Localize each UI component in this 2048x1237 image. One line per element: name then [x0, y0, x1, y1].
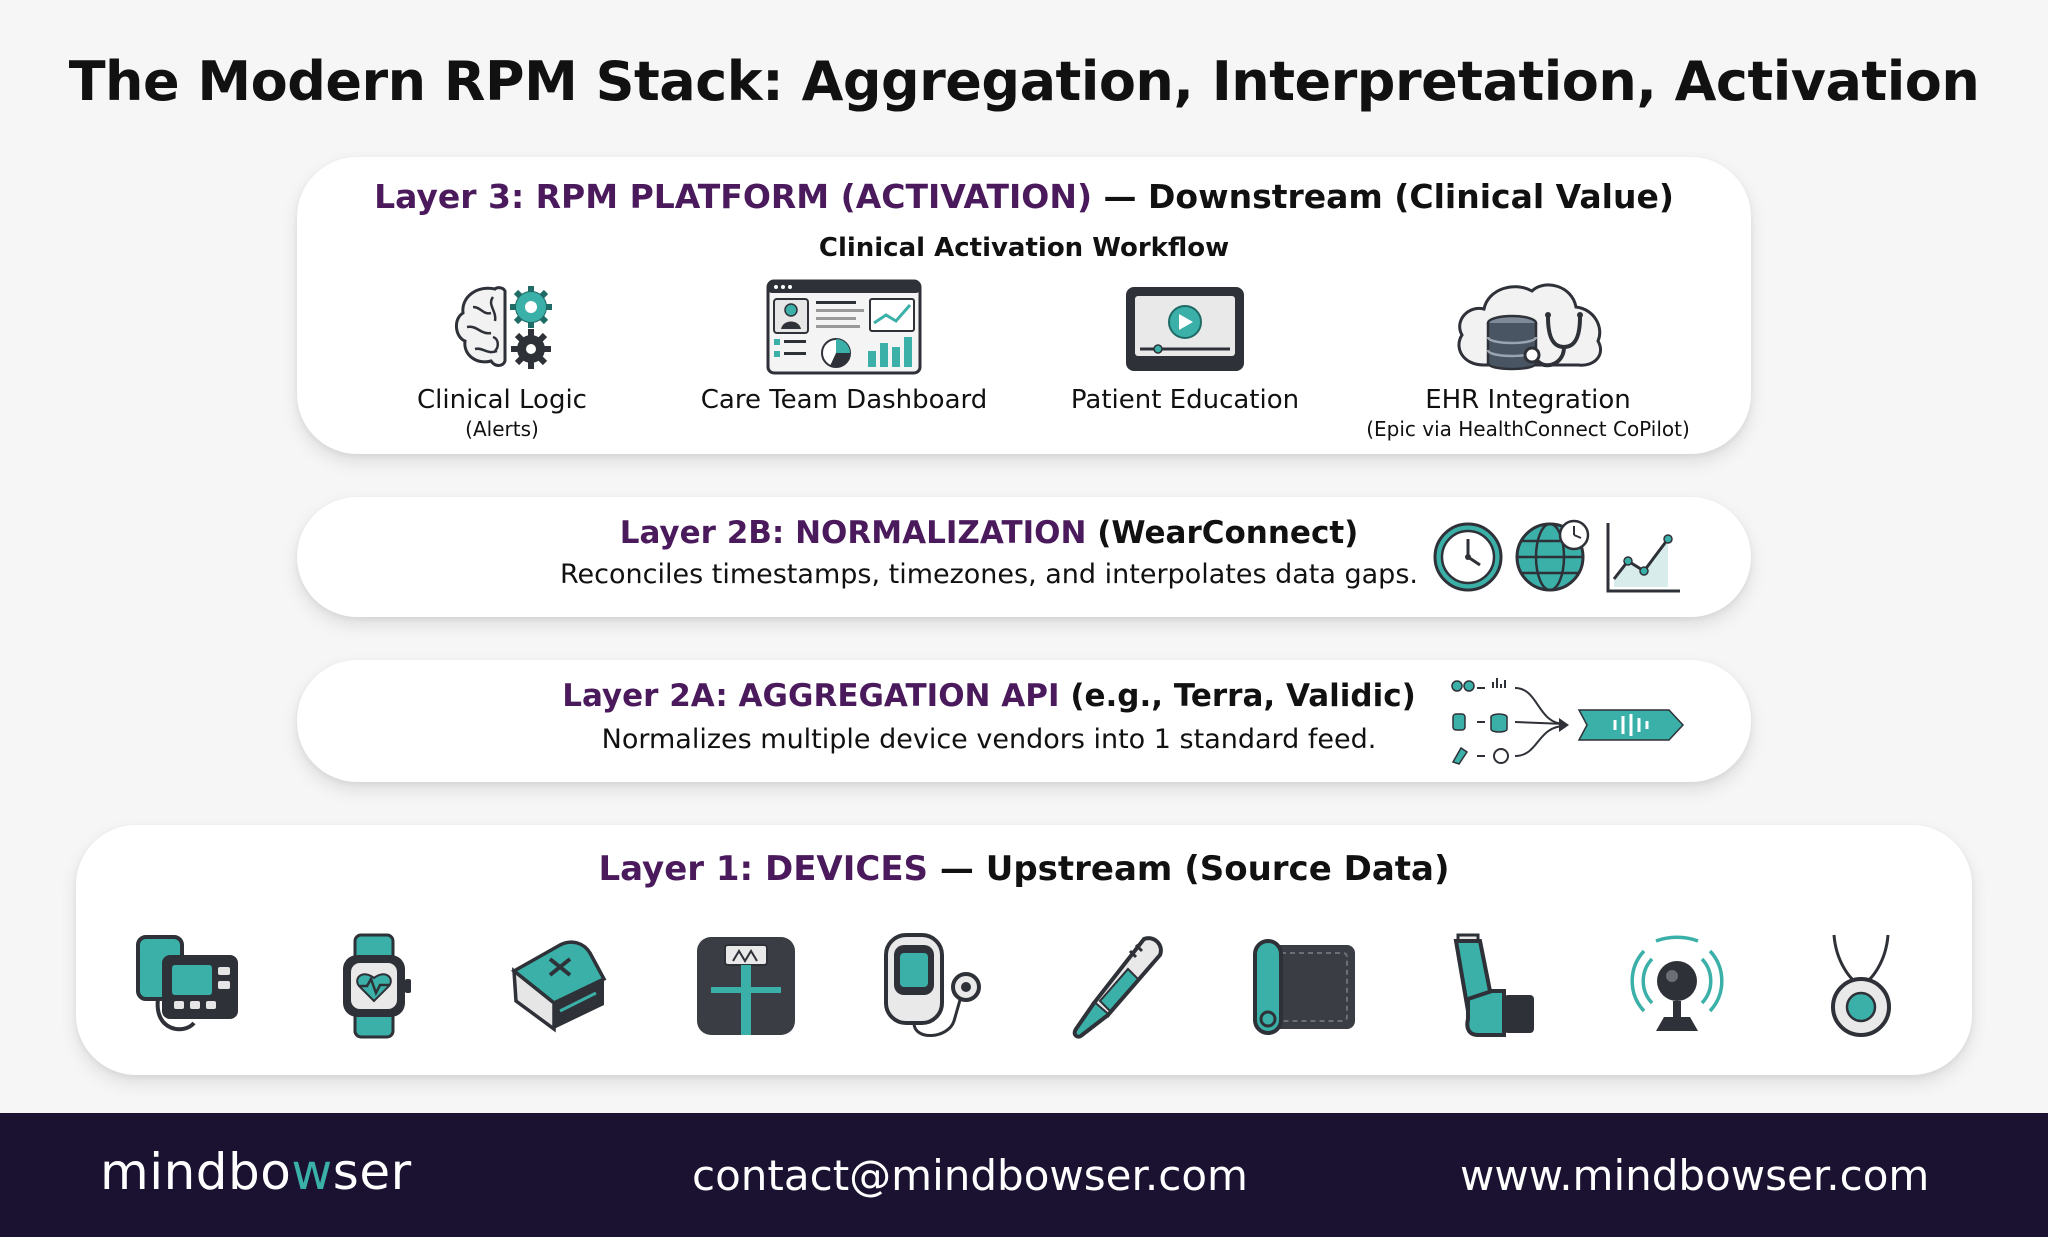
- page-title: The Modern RPM Stack: Aggregation, Inter…: [68, 50, 1980, 113]
- line-chart-icon: [1606, 523, 1680, 593]
- layer3-heading: Layer 3: RPM PLATFORM (ACTIVATION) — Dow…: [297, 177, 1751, 216]
- layer3-heading-accent: Layer 3: RPM PLATFORM (ACTIVATION): [374, 177, 1093, 216]
- globe-clock-icon: [1515, 519, 1590, 592]
- layer2a-description: Normalizes multiple device vendors into …: [601, 724, 1377, 755]
- motion-sensor-icon: [1630, 935, 1724, 1031]
- inhaler-icon: [1453, 933, 1534, 1037]
- clock-icon: [1433, 522, 1503, 592]
- workflow-item-note: (Epic via HealthConnect CoPilot): [1366, 417, 1690, 441]
- thermometer-icon: [1072, 936, 1163, 1039]
- brain-gears-icon: [455, 286, 552, 369]
- layer2b-card: Layer 2B: NORMALIZATION (WearConnect) Re…: [297, 497, 1751, 617]
- layer1-heading: Layer 1: DEVICES — Upstream (Source Data…: [76, 849, 1972, 889]
- cloud-database-stethoscope-icon: [1457, 283, 1602, 371]
- layer2a-heading: Layer 2A: AGGREGATION API (e.g., Terra, …: [297, 678, 1681, 714]
- layer1-heading-rest: — Upstream (Source Data): [928, 849, 1450, 889]
- glucose-monitor-icon: [884, 933, 981, 1037]
- workflow-item-patient-education: Patient Education: [1015, 277, 1355, 417]
- pulse-oximeter-icon: [510, 940, 607, 1033]
- layer2b-heading-accent: Layer 2B: NORMALIZATION: [619, 515, 1087, 551]
- layer2b-heading: Layer 2B: NORMALIZATION (WearConnect): [297, 515, 1681, 551]
- layer2a-heading-accent: Layer 2A: AGGREGATION API: [562, 678, 1060, 714]
- blood-pressure-monitor-icon: [136, 935, 238, 1032]
- layer2a-heading-rest: (e.g., Terra, Validic): [1059, 678, 1416, 714]
- dashboard-icon: [766, 279, 922, 375]
- workflow-item-label: Care Team Dashboard: [700, 385, 988, 415]
- workflow-item-label: EHR Integration: [1425, 385, 1631, 415]
- layer3-subtitle: Clinical Activation Workflow: [818, 233, 1230, 263]
- workflow-item-care-team-dashboard: Care Team Dashboard: [674, 277, 1014, 417]
- footer-bar: mindbowser contact@mindbowser.com www.mi…: [0, 1113, 2048, 1237]
- contact-email: contact@mindbowser.com: [692, 1151, 1248, 1200]
- smartwatch-icon: [343, 933, 411, 1039]
- layer1-card: Layer 1: DEVICES — Upstream (Source Data…: [76, 825, 1972, 1075]
- workflow-item-note: (Alerts): [465, 417, 539, 441]
- workflow-item-label: Clinical Logic: [417, 385, 587, 415]
- workflow-item-ehr-integration: EHR Integration (Epic via HealthConnect …: [1358, 277, 1698, 441]
- layer2a-card: Layer 2A: AGGREGATION API (e.g., Terra, …: [297, 660, 1751, 782]
- workflow-item-clinical-logic: Clinical Logic (Alerts): [332, 277, 672, 441]
- mindbowser-logo: mindbowser: [100, 1143, 412, 1201]
- layer2b-icons: [1432, 519, 1682, 599]
- layer1-heading-accent: Layer 1: DEVICES: [598, 849, 929, 889]
- workflow-item-label: Patient Education: [1070, 385, 1300, 415]
- website-url: www.mindbowser.com: [1460, 1151, 1930, 1200]
- pendant-icon: [1831, 934, 1891, 1037]
- sleep-mat-icon: [1253, 939, 1355, 1035]
- smart-scale-icon: [697, 937, 795, 1035]
- layer2b-description: Reconciles timestamps, timezones, and in…: [560, 559, 1418, 590]
- data-flow-icon: [1447, 674, 1687, 774]
- layer3-heading-rest: — Downstream (Clinical Value): [1092, 177, 1674, 216]
- layer3-card: Layer 3: RPM PLATFORM (ACTIVATION) — Dow…: [297, 157, 1751, 454]
- video-player-icon: [1126, 287, 1244, 371]
- layer2b-heading-rest: (WearConnect): [1086, 515, 1359, 551]
